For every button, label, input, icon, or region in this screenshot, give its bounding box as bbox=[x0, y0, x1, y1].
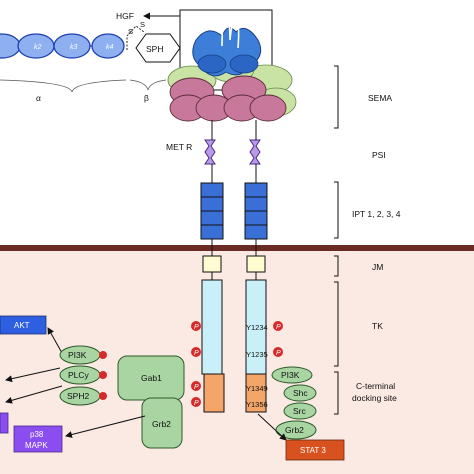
jm-domain bbox=[202, 255, 266, 273]
tk-label: TK bbox=[372, 321, 383, 331]
src bbox=[283, 402, 317, 420]
sph-label: SPH bbox=[146, 44, 163, 54]
beta-label: β bbox=[144, 93, 149, 103]
plcy-label: PLCy bbox=[68, 370, 90, 380]
akt-label: AKT bbox=[14, 321, 30, 330]
right-signaling: PI3K Shc Src Grb2 STAT 3 bbox=[257, 366, 345, 461]
jm-label: JM bbox=[372, 262, 383, 272]
pi3k-left-label: PI3K bbox=[68, 350, 87, 360]
cell-membrane bbox=[0, 245, 474, 251]
y1235-label: Y1235 bbox=[246, 350, 268, 359]
hgf-ligand: HGF k2 k3 k4 S S SPH α β bbox=[0, 11, 181, 103]
grb2-left-label: Grb2 bbox=[152, 419, 171, 429]
tk-phospho-marks: P P P P bbox=[191, 321, 283, 357]
c-terminal-label: C-terminal bbox=[356, 381, 395, 391]
psi-domain: MET R bbox=[166, 139, 261, 165]
kringle-4-label: k4 bbox=[106, 44, 114, 51]
kringle-1 bbox=[0, 33, 21, 59]
mapk-label: MAPK bbox=[25, 441, 48, 450]
phospho-text: P bbox=[276, 350, 281, 357]
psi-label: PSI bbox=[372, 150, 386, 160]
ipt-domain bbox=[200, 182, 268, 240]
src-label: Src bbox=[293, 406, 307, 416]
left-signaling: AKT PI3K PLCy SPH2 Gab1 Grb2 p38 MAPK bbox=[0, 315, 185, 453]
c-terminal-docking-site: Y1349 Y1356 P P bbox=[191, 373, 268, 413]
shc-label: Shc bbox=[293, 388, 308, 398]
kringle-4 bbox=[91, 33, 125, 59]
y1234-label: Y1234 bbox=[246, 323, 268, 332]
shc bbox=[283, 384, 317, 402]
sph2-label: SPH2 bbox=[67, 391, 89, 401]
phospho-text: P bbox=[194, 324, 199, 331]
disulfide-s1: S bbox=[128, 27, 133, 36]
kringle-3 bbox=[53, 33, 91, 59]
stat3-box bbox=[285, 439, 345, 461]
domain-label-column: SEMA PSI IPT 1, 2, 3, 4 JM TK C-terminal… bbox=[334, 65, 401, 415]
phospho-text: P bbox=[194, 400, 199, 407]
pi3k-right bbox=[271, 366, 313, 384]
purple-target-box bbox=[0, 412, 9, 434]
alpha-label: α bbox=[36, 93, 41, 103]
phospho-text: P bbox=[194, 350, 199, 357]
grb2-right-label: Grb2 bbox=[285, 425, 304, 435]
sema-domain bbox=[167, 9, 297, 122]
akt-box bbox=[0, 315, 47, 335]
p38-label: p38 bbox=[30, 430, 44, 439]
ipt-label: IPT 1, 2, 3, 4 bbox=[352, 209, 401, 219]
y1356-label: Y1356 bbox=[246, 400, 268, 409]
stat3-label: STAT 3 bbox=[300, 446, 326, 455]
y1349-label: Y1349 bbox=[246, 384, 268, 393]
pi3k-right-label: PI3K bbox=[281, 370, 300, 380]
disulfide-s2: S bbox=[140, 20, 145, 29]
kringle-2-label: k2 bbox=[34, 44, 42, 51]
met-r-label: MET R bbox=[166, 142, 192, 152]
hgf-label: HGF bbox=[116, 11, 134, 21]
docking-site-label: docking site bbox=[352, 393, 397, 403]
p38-mapk-box bbox=[13, 425, 63, 453]
grb2-left-box bbox=[141, 397, 183, 449]
gab1-label: Gab1 bbox=[141, 373, 162, 383]
phospho-text: P bbox=[276, 324, 281, 331]
sema-label: SEMA bbox=[368, 93, 392, 103]
phospho-text: P bbox=[194, 384, 199, 391]
kringle-3-label: k3 bbox=[70, 44, 78, 51]
